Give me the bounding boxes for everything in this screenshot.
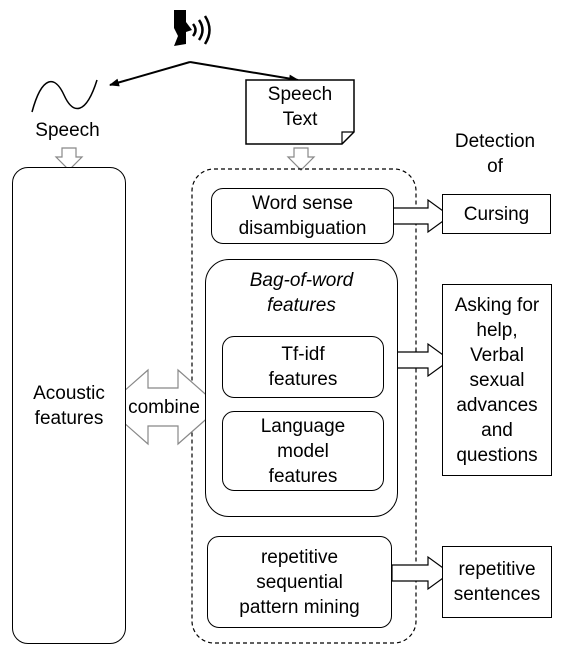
bow-line-2: features [267,295,336,316]
rspm-line-1: repetitive [260,546,339,568]
asking-line-1: Asking for [454,294,540,316]
detection-of-label: Detection of [436,129,554,179]
lm-line-2: model [277,440,329,462]
tfidf-line-2: features [268,369,338,390]
tfidf-line-1: Tf-idf [281,344,325,365]
sine-wave-icon [31,79,98,113]
speaking-head-icon [174,10,211,46]
lm-line-1: Language [260,415,346,437]
tf-idf-features-box: Tf-idf features [222,336,384,398]
right-arrow-cursing [391,198,452,234]
cursing-box: Cursing [442,194,551,234]
arrow-to-speech-text [189,61,299,83]
speech-text-line-1: Speech [267,84,333,105]
speech-text-label: Speech Text [246,82,354,132]
repetitive-sentences-box: repetitive sentences [442,546,552,618]
asking-line-7: questions [456,444,538,466]
lm-line-3: features [268,465,338,487]
asking-line-5: advances [456,394,538,416]
detection-of-line-1: Detection [454,131,536,152]
document-icon [245,79,355,145]
wsd-line-2: disambiguation [238,218,367,239]
down-arrow-text [286,147,316,171]
repetitive-sentences-line-2: sentences [453,584,541,605]
asking-line-6: and [481,419,513,441]
speech-label: Speech [35,120,100,141]
speech-text-line-2: Text [282,109,318,130]
language-model-features-box: Language model features [222,411,384,491]
right-arrow-repetitive [391,555,452,591]
acoustic-line-1: Acoustic [33,382,105,404]
word-sense-disambiguation-box: Word sense disambiguation [211,188,394,244]
repetitive-sequential-pattern-mining-box: repetitive sequential pattern mining [207,536,392,628]
asking-for-help-box: Asking for help, Verbal sexual advances … [442,284,552,476]
wsd-line-1: Word sense [251,193,354,214]
rspm-line-3: pattern mining [239,596,360,618]
bow-line-1: Bag-of-word [249,270,354,291]
asking-line-2: help, [476,319,518,341]
asking-line-4: sexual [469,369,525,391]
acoustic-line-2: features [34,407,104,429]
arrow-to-speech [109,61,191,87]
cursing-label: Cursing [463,203,530,225]
rspm-line-2: sequential [256,571,343,593]
repetitive-sentences-line-1: repetitive [458,559,536,580]
right-arrow-asking [391,342,452,378]
combine-label: combine [128,397,200,418]
down-arrow-speech [54,147,84,171]
asking-line-3: Verbal [470,344,524,366]
detection-of-line-2: of [487,156,503,177]
acoustic-features-box: Acoustic features [12,167,126,644]
